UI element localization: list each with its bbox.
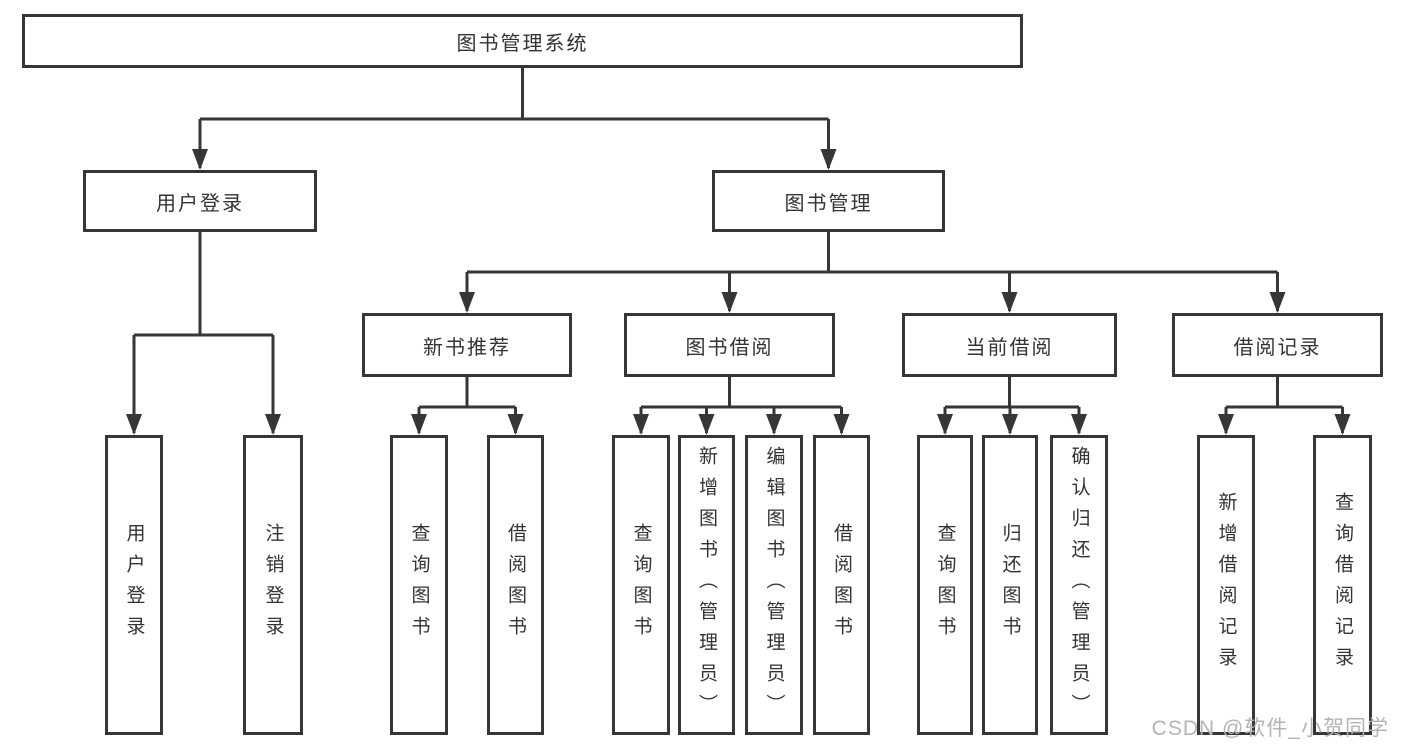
node-book-management: 图书管理 bbox=[712, 170, 945, 232]
leaf-user-login: 用户登录 bbox=[105, 435, 163, 735]
leaf-borrow-books-recommend: 借阅图书 bbox=[487, 435, 544, 735]
leaf-add-books-admin: 新增图书（管理员） bbox=[678, 435, 735, 735]
arrowheads bbox=[126, 149, 1351, 435]
node-library-system: 图书管理系统 bbox=[22, 14, 1023, 68]
leaf-search-borrow-record: 查询借阅记录 bbox=[1313, 435, 1372, 735]
leaf-search-books-recommend: 查询图书 bbox=[390, 435, 448, 735]
leaf-add-borrow-record: 新增借阅记录 bbox=[1197, 435, 1255, 735]
leaf-return-books: 归还图书 bbox=[982, 435, 1038, 735]
leaf-search-books-borrowing: 查询图书 bbox=[612, 435, 670, 735]
node-borrowing-records: 借阅记录 bbox=[1172, 313, 1383, 377]
leaf-logout: 注销登录 bbox=[243, 435, 303, 735]
node-current-borrowing: 当前借阅 bbox=[902, 313, 1117, 377]
node-user-login-branch: 用户登录 bbox=[83, 170, 317, 232]
leaf-borrow-books: 借阅图书 bbox=[813, 435, 870, 735]
leaf-search-books-current: 查询图书 bbox=[917, 435, 973, 735]
node-book-borrowing: 图书借阅 bbox=[624, 313, 835, 377]
leaf-edit-books-admin: 编辑图书（管理员） bbox=[745, 435, 803, 735]
node-new-book-recommend: 新书推荐 bbox=[362, 313, 572, 377]
leaf-confirm-return-admin: 确认归还（管理员） bbox=[1050, 435, 1108, 735]
watermark-text: CSDN @软件_小贺同学 bbox=[1151, 717, 1389, 740]
